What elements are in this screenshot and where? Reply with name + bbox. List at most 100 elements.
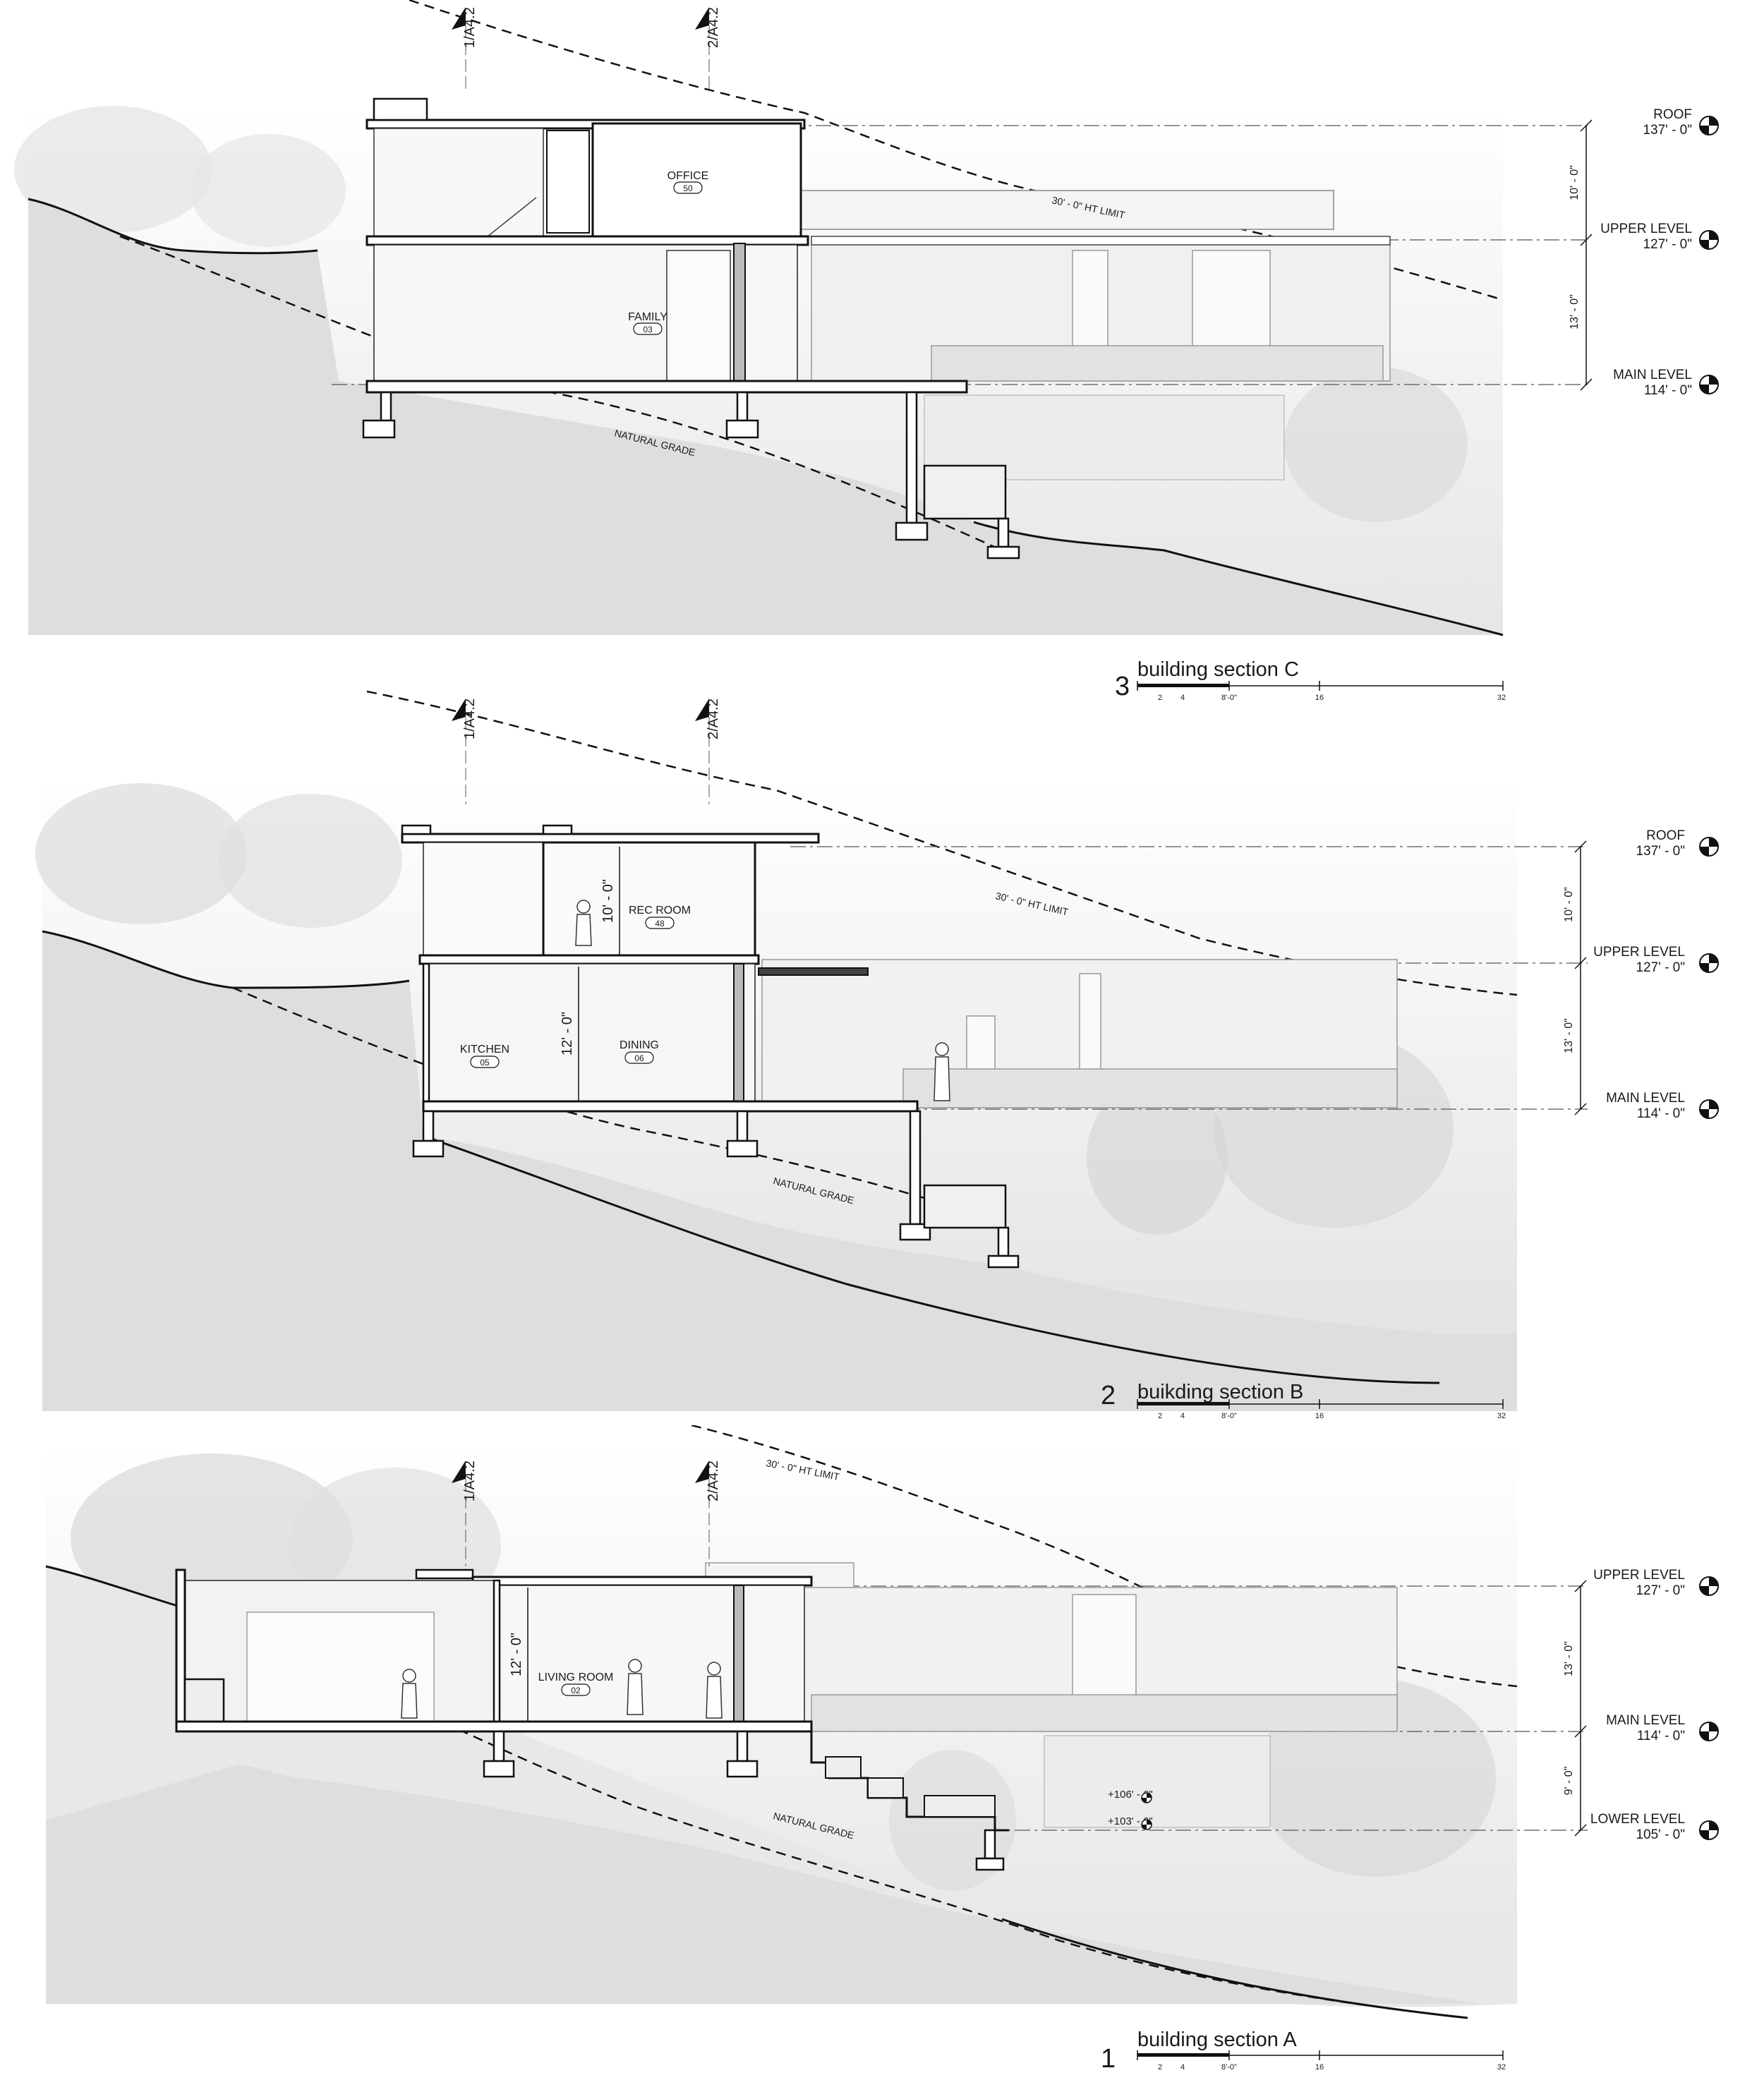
tree-silhouette [14,106,212,233]
human-figure [706,1662,723,1719]
section-a-drawing: 12' - 0" 1/A4.2 2/A4.2 LIVING ROOM 02 30… [45,1425,1719,2074]
svg-text:16: 16 [1315,1412,1324,1420]
spot-elevation: +103' - 6" [1108,1815,1153,1830]
stair-volume [373,128,544,238]
building-section-a: 12' - 0" 1/A4.2 2/A4.2 LIVING ROOM 02 30… [0,1425,1764,2080]
section-title: buikding section B [1137,1381,1303,1403]
level-elevation: 127' - 0" [1643,237,1692,252]
room-tag: 02 [571,1686,581,1695]
spot-elevation: +106' - 6" [1108,1789,1153,1803]
planter [923,1184,1007,1229]
grade-line [28,198,318,255]
room-tag-box [624,1051,654,1064]
section-marker-1[interactable]: 1/A4.2 [452,1461,478,1566]
main-floor-slab [366,380,968,394]
balcony-rail [931,345,1384,382]
planter [867,1777,904,1798]
section-marker-label: 1/A4.2 [462,699,478,739]
main-floor-slab [175,1720,813,1733]
balcony-rail [811,1694,1398,1732]
tree-silhouette [219,794,402,928]
svg-text:8'-0": 8'-0" [1221,1412,1237,1420]
footing [725,419,759,439]
wall [493,1579,501,1727]
natural-grade-line [232,986,974,1215]
dimension-label: 10' - 0" [1563,887,1575,922]
building-section-c: 1/A4.2 2/A4.2 OFFICE 50 FAMILY 03 30' - … [0,0,1764,706]
section-marker-label: 1/A4.2 [462,1461,478,1501]
parapet [542,824,573,835]
footing [726,1139,759,1158]
level-tag-roof: ROOF 137' - 0" [1643,107,1719,138]
section-marker-label: 2/A4.2 [706,699,721,739]
section-marker-2[interactable]: 2/A4.2 [695,1461,721,1566]
room-tag: 06 [634,1053,644,1063]
grade-line [1001,1918,1468,2019]
canopy [758,967,869,976]
natural-grade-line [119,235,1003,552]
ground-mass [46,1764,1482,2004]
svg-text:16: 16 [1315,694,1324,702]
background-elevation-wall [754,190,1334,230]
section-marker-1[interactable]: 1/A4.2 [452,7,478,92]
level-elevation: 114' - 0" [1637,1106,1685,1121]
footing [899,1223,931,1241]
room-name: FAMILY [628,311,667,323]
planter [924,1795,996,1818]
room-tag-box [561,1683,591,1696]
height-limit-line [691,1425,1518,1688]
pier [997,1226,1010,1257]
dimension-label: 13' - 0" [1569,294,1581,329]
section-c-drawing: 1/A4.2 2/A4.2 OFFICE 50 FAMILY 03 30' - … [14,0,1719,702]
office-room [591,122,802,238]
grade-line [423,1135,1440,1384]
room-tag: 48 [655,919,665,929]
section-marker-2[interactable]: 2/A4.2 [695,7,721,92]
ground-mass [42,931,1517,1411]
human-figure [575,900,592,946]
level-elevation: 127' - 0" [1636,1583,1685,1598]
human-figure [401,1669,418,1719]
level-tag-main: MAIN LEVEL 114' - 0" [1606,1713,1719,1743]
roof-slab [471,1576,813,1587]
level-tag-upper: UPPER LEVEL 127' - 0" [1593,1568,1719,1598]
planter [825,1756,862,1779]
svg-text:2: 2 [1158,1412,1162,1420]
column [733,243,746,382]
roof-slab [401,833,820,844]
window [666,250,731,382]
room-name: DINING [620,1039,659,1051]
level-elevation: 114' - 0" [1644,383,1692,398]
level-tag-main: MAIN LEVEL 114' - 0" [1606,1091,1719,1121]
level-name: MAIN LEVEL [1613,368,1692,382]
level-name: ROOF [1646,828,1685,843]
level-tag-upper: UPPER LEVEL 127' - 0" [1593,945,1719,975]
level-elevation: 105' - 0" [1636,1827,1685,1842]
human-figure [627,1659,644,1715]
level-elevation: 114' - 0" [1637,1729,1685,1743]
column [733,963,744,1106]
pier [909,1110,922,1226]
svg-text:2: 2 [1158,2063,1162,2072]
room-tag-box [673,181,703,194]
section-marker-1[interactable]: 1/A4.2 [452,699,478,804]
pier [997,517,1010,548]
wall [422,962,430,1106]
room-name: KITCHEN [460,1044,509,1056]
pier [736,1110,749,1142]
balcony-rail [902,1068,1398,1108]
level-tag-main: MAIN LEVEL 114' - 0" [1613,368,1719,398]
tree-silhouette [1087,1080,1228,1235]
footing [986,545,1020,560]
section-title: building section A [1137,2028,1297,2051]
upper-floor-slab [418,954,760,965]
section-marker-2[interactable]: 2/A4.2 [695,699,721,804]
dimension-label: 10' - 0" [1569,165,1581,200]
planter [183,1678,225,1723]
dimension-label: 13' - 0" [1563,1018,1575,1053]
dimension-label: 9' - 0" [1563,1767,1575,1796]
pier [422,1110,435,1142]
parapet [415,1568,474,1580]
parapet [373,97,428,121]
room-tag: 50 [683,183,693,193]
